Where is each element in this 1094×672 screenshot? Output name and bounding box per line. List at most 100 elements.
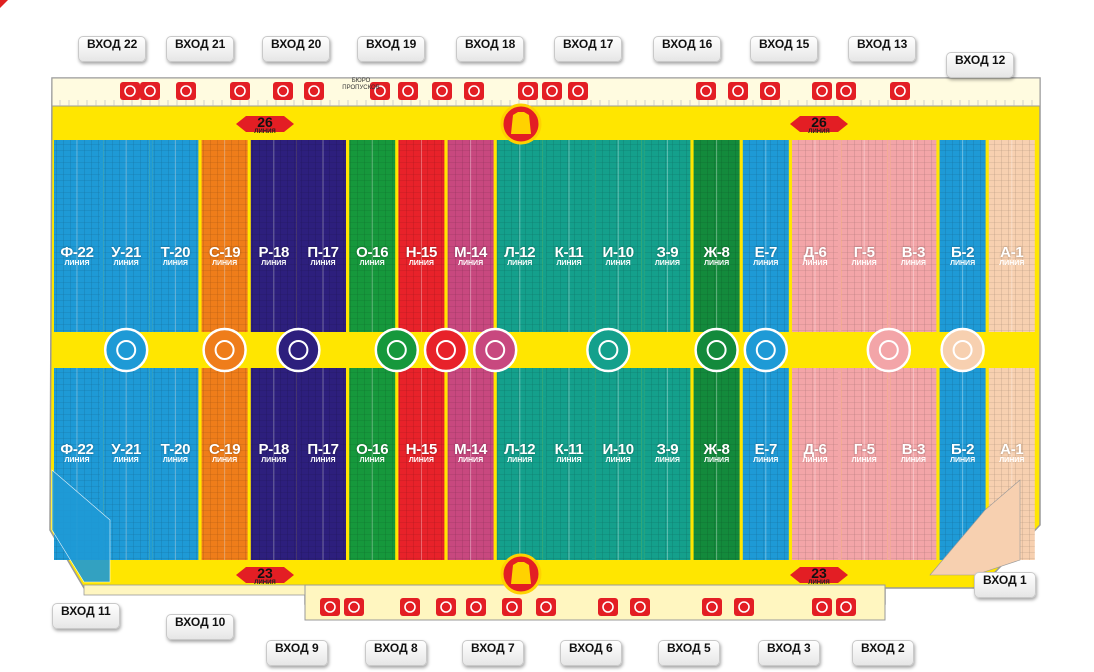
atm-icon (702, 598, 722, 616)
row-word: ЛИНИЯ (802, 457, 828, 464)
entrance-3-button[interactable]: ВХОД 3 (758, 640, 820, 666)
entrance-5-button[interactable]: ВХОД 5 (658, 640, 720, 666)
entrance-22-button[interactable]: ВХОД 22 (78, 36, 147, 62)
row-word: ЛИНИЯ (950, 260, 976, 267)
row-word: ЛИНИЯ (605, 457, 631, 464)
entrance-7-button[interactable]: ВХОД 7 (462, 640, 524, 666)
row-word: ЛИНИЯ (359, 260, 385, 267)
row-7-block[interactable] (349, 140, 396, 560)
entrance-11-button[interactable]: ВХОД 11 (52, 603, 120, 629)
row-14-block[interactable] (693, 140, 740, 560)
row-word: ЛИНИЯ (212, 260, 238, 267)
teddy-bear-icon (866, 327, 912, 373)
hammer-icon (940, 327, 985, 373)
row-13-block[interactable] (644, 140, 691, 560)
entrance-19-button[interactable]: ВХОД 19 (357, 36, 426, 62)
row-16-block[interactable] (792, 140, 838, 560)
entrance-13-button[interactable]: ВХОД 13 (848, 36, 917, 62)
row-6-block[interactable] (300, 140, 346, 560)
row-code: Е-7 (754, 244, 778, 261)
row-word: ЛИНИЯ (261, 260, 287, 267)
entrance-18-button[interactable]: ВХОД 18 (456, 36, 525, 62)
entrance-1-button[interactable]: ВХОД 1 (974, 572, 1036, 598)
row-code: С-19 (208, 441, 241, 458)
row-17-block[interactable] (841, 140, 888, 560)
row-2-block[interactable] (103, 140, 150, 560)
row-11-block[interactable] (546, 140, 592, 560)
row-word: ЛИНИЯ (900, 457, 926, 464)
row-code: Р-18 (258, 244, 290, 261)
entrance-21-button[interactable]: ВХОД 21 (166, 36, 235, 62)
row-code: У-21 (111, 244, 142, 261)
entrance-9-button[interactable]: ВХОД 9 (266, 640, 328, 666)
cafe-icon (536, 598, 556, 616)
row-code: У-21 (111, 441, 142, 458)
row-5-block[interactable] (250, 140, 297, 560)
entrance-20-button[interactable]: ВХОД 20 (262, 36, 331, 62)
row-9-block[interactable] (447, 140, 494, 560)
entrance-16-button[interactable]: ВХОД 16 (653, 36, 722, 62)
row-8-block[interactable] (398, 140, 445, 560)
entrance-17-button[interactable]: ВХОД 17 (554, 36, 623, 62)
row-1-block[interactable] (54, 140, 100, 560)
row-code: В-3 (901, 244, 926, 261)
row-word: ЛИНИЯ (802, 260, 828, 267)
row-word: ЛИНИЯ (753, 457, 779, 464)
row-3-block[interactable] (152, 140, 199, 560)
row-code: С-19 (208, 244, 241, 261)
row-15-block[interactable] (742, 140, 789, 560)
entrance-8-button[interactable]: ВХОД 8 (365, 640, 427, 666)
entrance-12-button[interactable]: ВХОД 12 (946, 52, 1015, 78)
row-4-block[interactable] (201, 140, 248, 560)
entrance-15-button[interactable]: ВХОД 15 (750, 36, 819, 62)
row-18-block[interactable] (890, 140, 937, 560)
row-word: ЛИНИЯ (900, 260, 926, 267)
row-10-block[interactable] (496, 140, 543, 560)
entrance-6-button[interactable]: ВХОД 6 (560, 640, 622, 666)
entrance-10-button[interactable]: ВХОД 10 (166, 614, 235, 640)
wc-icon (344, 598, 364, 616)
row-12-block[interactable] (595, 140, 642, 560)
entrance-2-button[interactable]: ВХОД 2 (852, 640, 914, 666)
